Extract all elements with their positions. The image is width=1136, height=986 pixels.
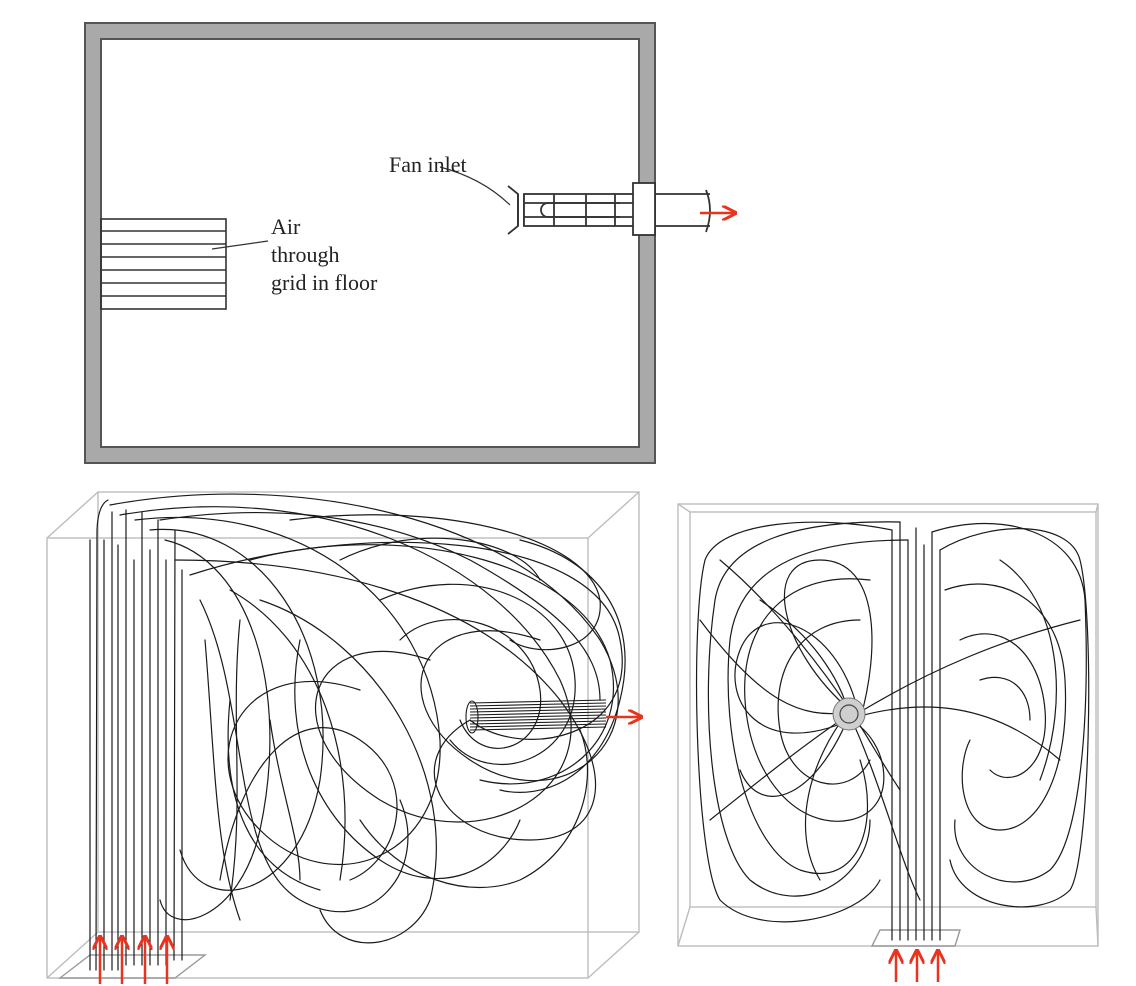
end-view-fan-inlet — [832, 697, 866, 731]
end-view-streamlines — [695, 521, 1090, 941]
side-view-box — [46, 491, 640, 979]
fan-leader-line — [439, 166, 511, 206]
grid-label-line-3: grid in floor — [271, 270, 378, 295]
end-floor-grid — [870, 929, 961, 947]
side-view-streamlines — [89, 493, 626, 971]
grid-label: Air through grid in floor — [271, 214, 378, 295]
floor-grid — [100, 218, 227, 310]
room-interior — [100, 38, 640, 448]
fan-duct — [507, 182, 711, 236]
side-view-inflow-arrows — [100, 938, 167, 984]
grid-leader-line — [211, 240, 269, 250]
fan-inlet-label: Fan inlet — [389, 152, 467, 177]
grid-label-line-2: through — [271, 242, 339, 267]
end-view-inflow-arrows — [896, 952, 938, 982]
side-view-fan-duct — [465, 699, 607, 734]
plan-view-room: Air through grid in floor — [84, 22, 734, 464]
end-view-box — [677, 503, 1099, 947]
side-floor-grid — [57, 954, 208, 979]
grid-label-line-1: Air — [271, 214, 301, 239]
